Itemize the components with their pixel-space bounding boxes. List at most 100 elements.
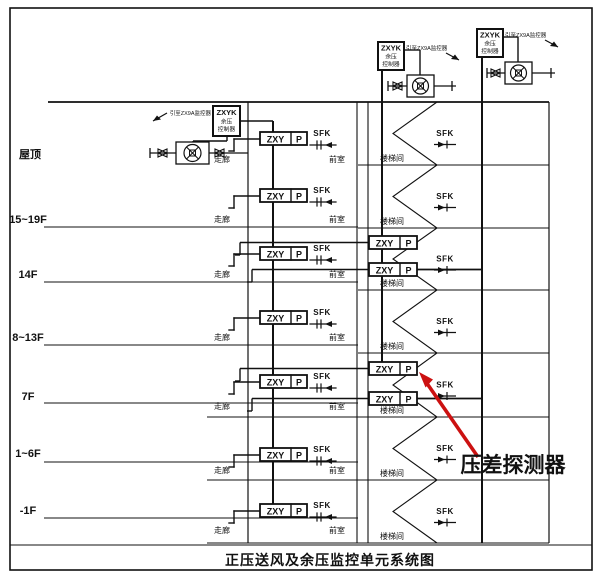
drawing-border: [9, 7, 593, 571]
stair-vent: SFK: [434, 317, 456, 337]
detector-row: ZXY P SFK 走廊 前室: [214, 501, 345, 535]
controller-unit-right: ZXYK 余压 控制器 引至ZX9A监控器: [476, 28, 559, 85]
floor-label-14: 14F: [19, 269, 38, 281]
stairwell-label: 楼梯间: [380, 531, 404, 541]
residual-pressure-controller-box: [212, 105, 241, 137]
svg-text:余压: 余压: [221, 118, 233, 126]
svg-text:ZXY: ZXY: [267, 451, 285, 461]
svg-text:ZXY: ZXY: [267, 378, 285, 388]
svg-text:前室: 前室: [329, 525, 345, 535]
svg-text:P: P: [296, 250, 302, 260]
svg-text:余压: 余压: [385, 53, 397, 61]
stairwell-label: 楼梯间: [380, 468, 404, 478]
controller-unit-middle: ZXYK 余压 控制器 引至ZX9A监控器: [377, 41, 460, 98]
supply-vent-icon: [309, 456, 337, 466]
floor-label-roof: 屋顶: [19, 148, 41, 161]
fan-icon: [175, 141, 210, 165]
pressure-detector-box: [259, 503, 308, 518]
svg-text:ZXY: ZXY: [267, 250, 285, 260]
residual-pressure-controller-box: [476, 28, 504, 58]
stairwell-detectors: ZXY P ZXY P ZXY P ZXY P: [235, 235, 482, 412]
stairwell-label: 楼梯间: [380, 405, 404, 415]
floor-labels: 屋顶 15~19F 14F 8~13F 7F 1~6F -1F: [9, 148, 47, 517]
floor-lines: [44, 101, 549, 544]
svg-text:SFK: SFK: [436, 381, 454, 390]
svg-text:P: P: [296, 314, 302, 324]
svg-text:P: P: [405, 365, 411, 375]
controller-note: 引至ZX9A监控器: [505, 31, 547, 39]
corridor-label: 走廊: [214, 154, 230, 164]
svg-text:控制器: 控制器: [382, 60, 400, 68]
pressure-detector-box: [368, 235, 418, 250]
svg-text:ZXY: ZXY: [376, 395, 394, 405]
svg-text:SFK: SFK: [436, 129, 454, 138]
supply-vent-label: SFK: [313, 501, 331, 510]
svg-text:ZXYK: ZXYK: [216, 108, 237, 117]
svg-text:走廊: 走廊: [214, 269, 230, 279]
stair-vent: SFK: [434, 129, 456, 149]
leader-arrow-icon: [550, 41, 558, 47]
pressure-detector-box: [259, 310, 308, 325]
callout-text: 压差探测器: [461, 453, 567, 477]
fan-icon: [504, 61, 533, 85]
svg-text:P: P: [296, 192, 302, 202]
detector-row: ZXY P SFK 走廊 前室: [214, 372, 345, 411]
stair-vent: SFK: [434, 507, 456, 527]
svg-text:P: P: [296, 378, 302, 388]
svg-text:余压: 余压: [484, 40, 496, 48]
svg-text:前室: 前室: [329, 214, 345, 224]
svg-text:ZXY: ZXY: [267, 314, 285, 324]
svg-text:ZXY: ZXY: [376, 239, 394, 249]
supply-vent-label: SFK: [313, 186, 331, 195]
svg-text:ZXY: ZXY: [267, 507, 285, 517]
anteroom-label: 前室: [329, 154, 345, 164]
stair-vent: SFK: [434, 444, 456, 464]
detector-port: P: [296, 135, 302, 145]
svg-text:前室: 前室: [329, 465, 345, 475]
floor-label-15-19: 15~19F: [9, 214, 47, 226]
stairwell-label: 楼梯间: [380, 216, 404, 226]
damper-valve-icon: [391, 81, 404, 91]
detector-row: ZXY P SFK 走廊 前室: [214, 186, 345, 224]
pressure-detector-box: [368, 361, 418, 376]
svg-text:走廊: 走廊: [214, 465, 230, 475]
callout-arrow-line: [424, 380, 480, 459]
supply-vent-label: SFK: [313, 372, 331, 381]
supply-vent-label: SFK: [313, 244, 331, 253]
leader-arrow-icon: [451, 54, 459, 60]
svg-text:SFK: SFK: [436, 317, 454, 326]
stairwell-label: 楼梯间: [380, 341, 404, 351]
floor-label-1-6: 1~6F: [15, 448, 41, 460]
svg-text:走廊: 走廊: [214, 525, 230, 535]
svg-text:ZXY: ZXY: [376, 365, 394, 375]
damper-valve-icon: [156, 148, 226, 158]
svg-text:SFK: SFK: [436, 444, 454, 453]
roof-duct-middle: [387, 81, 456, 91]
controller-note: 引至ZX9A监控器: [170, 109, 212, 117]
walls-and-risers: [247, 57, 550, 543]
pressure-detector-callout: 压差探测器: [419, 372, 566, 477]
detector-row: ZXY P SFK 走廊 前室: [214, 308, 345, 342]
damper-valve-icon: [489, 68, 502, 78]
svg-text:SFK: SFK: [436, 192, 454, 201]
supply-vent-label: SFK: [313, 129, 331, 138]
stairwell-vents: SFK SFK SFK SFK SFK SFK SFK 楼梯间 楼梯间: [380, 129, 456, 541]
pressure-detector-box: [368, 262, 418, 277]
svg-text:P: P: [405, 239, 411, 249]
detector-row: ZXY P SFK 走廊 前室: [214, 445, 345, 475]
pressure-detector-box: [368, 391, 418, 406]
supply-vent-label: SFK: [313, 308, 331, 317]
stair-vent: SFK: [434, 192, 456, 212]
svg-text:ZXY: ZXY: [376, 266, 394, 276]
pressure-detector-box: [259, 374, 308, 389]
supply-vent-icon: [309, 140, 337, 150]
supply-vent-icon: [309, 197, 337, 207]
pressure-detector-box: [259, 447, 308, 462]
svg-text:SFK: SFK: [436, 507, 454, 516]
supply-vent-icon: [309, 383, 337, 393]
pressure-detector-box: [259, 246, 308, 261]
svg-text:SFK: SFK: [436, 255, 454, 264]
supply-vent-label: SFK: [313, 445, 331, 454]
